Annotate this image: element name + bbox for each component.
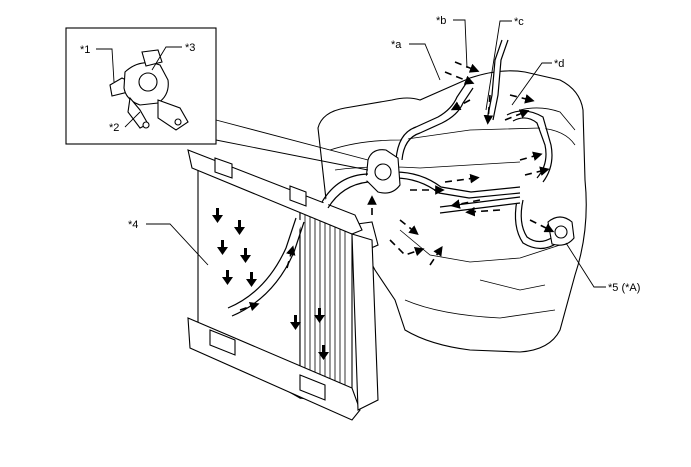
label-part-1: *1 [80, 44, 90, 56]
coolant-flow-arrows [367, 61, 555, 266]
radiator [187, 149, 379, 421]
label-d: *d [554, 58, 564, 70]
water-pump [547, 216, 575, 246]
label-a: *a [391, 39, 402, 51]
label-part-5: *5 (*A) [608, 282, 640, 294]
leader-lines [146, 19, 606, 288]
label-b: *b [436, 15, 446, 27]
inset-detail [65, 27, 369, 171]
label-part-2: *2 [109, 122, 119, 134]
radiator-hose [321, 173, 369, 209]
label-c: *c [514, 16, 524, 28]
label-part-4: *4 [128, 219, 138, 231]
label-part-3: *3 [185, 42, 195, 54]
radiator-flow-arrows [212, 208, 329, 360]
